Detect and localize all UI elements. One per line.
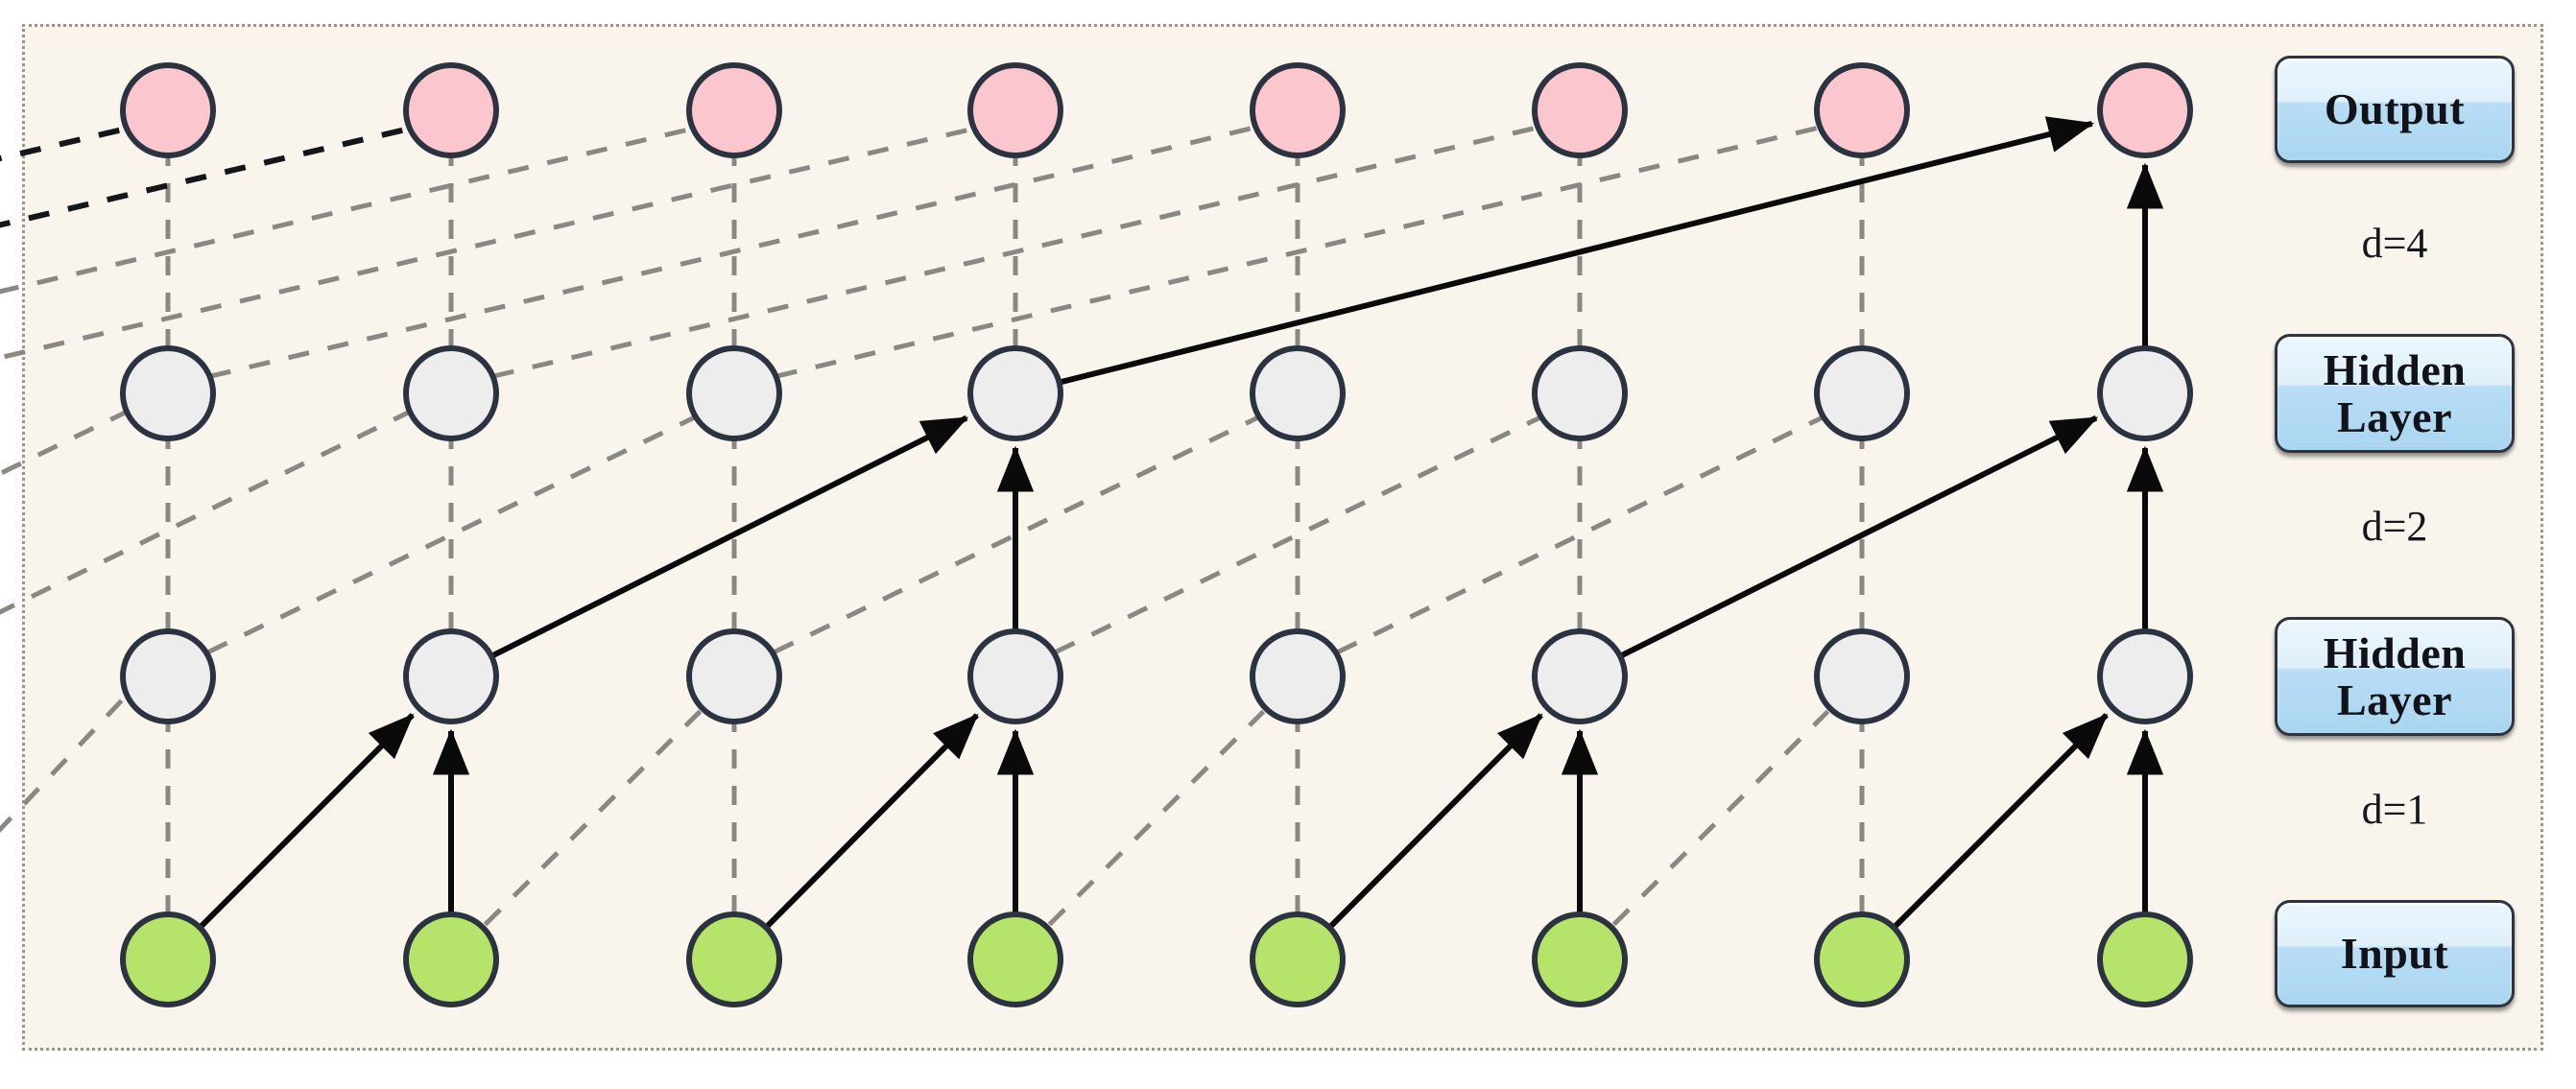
node-output-0[interactable] xyxy=(120,62,216,158)
node-output-3[interactable] xyxy=(967,62,1063,158)
node-input-5[interactable] xyxy=(1532,911,1628,1007)
active-edge-group xyxy=(198,116,2164,930)
inactive-edge xyxy=(773,415,1259,654)
inactive-edge-offscreen xyxy=(0,125,129,162)
node-output-2[interactable] xyxy=(686,62,782,158)
node-input-4[interactable] xyxy=(1250,911,1346,1007)
node-input-2[interactable] xyxy=(686,911,782,1007)
active-edge xyxy=(489,414,969,659)
node-hidden1-3[interactable] xyxy=(967,628,1063,724)
inactive-edge xyxy=(775,125,1821,379)
node-hidden2-7[interactable] xyxy=(2097,345,2193,441)
node-output-4[interactable] xyxy=(1250,62,1346,158)
inactive-edge-offscreen xyxy=(0,126,695,295)
node-output-1[interactable] xyxy=(403,62,499,158)
node-hidden2-4[interactable] xyxy=(1250,345,1346,441)
active-edge xyxy=(1058,116,2095,386)
node-hidden2-5[interactable] xyxy=(1532,345,1628,441)
node-output-5[interactable] xyxy=(1532,62,1628,158)
node-output-6[interactable] xyxy=(1814,62,1910,158)
active-edge xyxy=(1618,414,2099,659)
node-group xyxy=(120,62,2193,1007)
layer-label-hidden-layer-2[interactable]: Hidden Layer xyxy=(2275,334,2515,453)
node-hidden2-1[interactable] xyxy=(403,345,499,441)
layer-label-hidden-layer-1[interactable]: Hidden Layer xyxy=(2275,617,2515,736)
dilation-label-d2: d=2 xyxy=(2361,503,2428,550)
node-hidden1-0[interactable] xyxy=(120,628,216,724)
node-hidden1-1[interactable] xyxy=(403,628,499,724)
inactive-edge-group xyxy=(0,125,1865,927)
node-input-1[interactable] xyxy=(403,911,499,1007)
inactive-edge-offscreen xyxy=(0,126,976,361)
node-input-6[interactable] xyxy=(1814,911,1910,1007)
active-edge xyxy=(198,713,415,930)
node-hidden2-3[interactable] xyxy=(967,345,1063,441)
node-hidden2-0[interactable] xyxy=(120,345,216,441)
node-output-7[interactable] xyxy=(2097,62,2193,158)
node-hidden2-6[interactable] xyxy=(1814,345,1910,441)
inactive-edge xyxy=(209,125,1256,379)
layer-label-input[interactable]: Input xyxy=(2275,900,2515,1007)
inactive-edge xyxy=(483,709,703,927)
inactive-edge-offscreen xyxy=(0,409,412,615)
dilation-label-d1: d=1 xyxy=(2361,786,2428,833)
node-hidden1-4[interactable] xyxy=(1250,628,1346,724)
node-hidden1-5[interactable] xyxy=(1532,628,1628,724)
layer-label-output[interactable]: Output xyxy=(2275,56,2515,163)
inactive-edge xyxy=(1047,709,1266,927)
node-input-3[interactable] xyxy=(967,911,1063,1007)
inactive-edge-offscreen xyxy=(0,693,130,834)
node-input-0[interactable] xyxy=(120,911,216,1007)
node-hidden1-7[interactable] xyxy=(2097,628,2193,724)
node-hidden2-2[interactable] xyxy=(686,345,782,441)
active-edge xyxy=(763,713,979,930)
dilation-label-d4: d=4 xyxy=(2361,220,2428,267)
node-hidden1-6[interactable] xyxy=(1814,628,1910,724)
inactive-edge xyxy=(206,415,696,654)
inactive-edge xyxy=(1054,415,1541,654)
active-edge xyxy=(1892,713,2109,930)
active-edge xyxy=(1327,713,1543,930)
node-hidden1-2[interactable] xyxy=(686,628,782,724)
inactive-edge xyxy=(492,125,1538,379)
inactive-edge-offscreen xyxy=(0,125,412,228)
inactive-edge xyxy=(1611,709,1830,927)
node-input-7[interactable] xyxy=(2097,911,2193,1007)
inactive-edge xyxy=(1336,415,1824,654)
inactive-edge-offscreen xyxy=(0,409,129,477)
